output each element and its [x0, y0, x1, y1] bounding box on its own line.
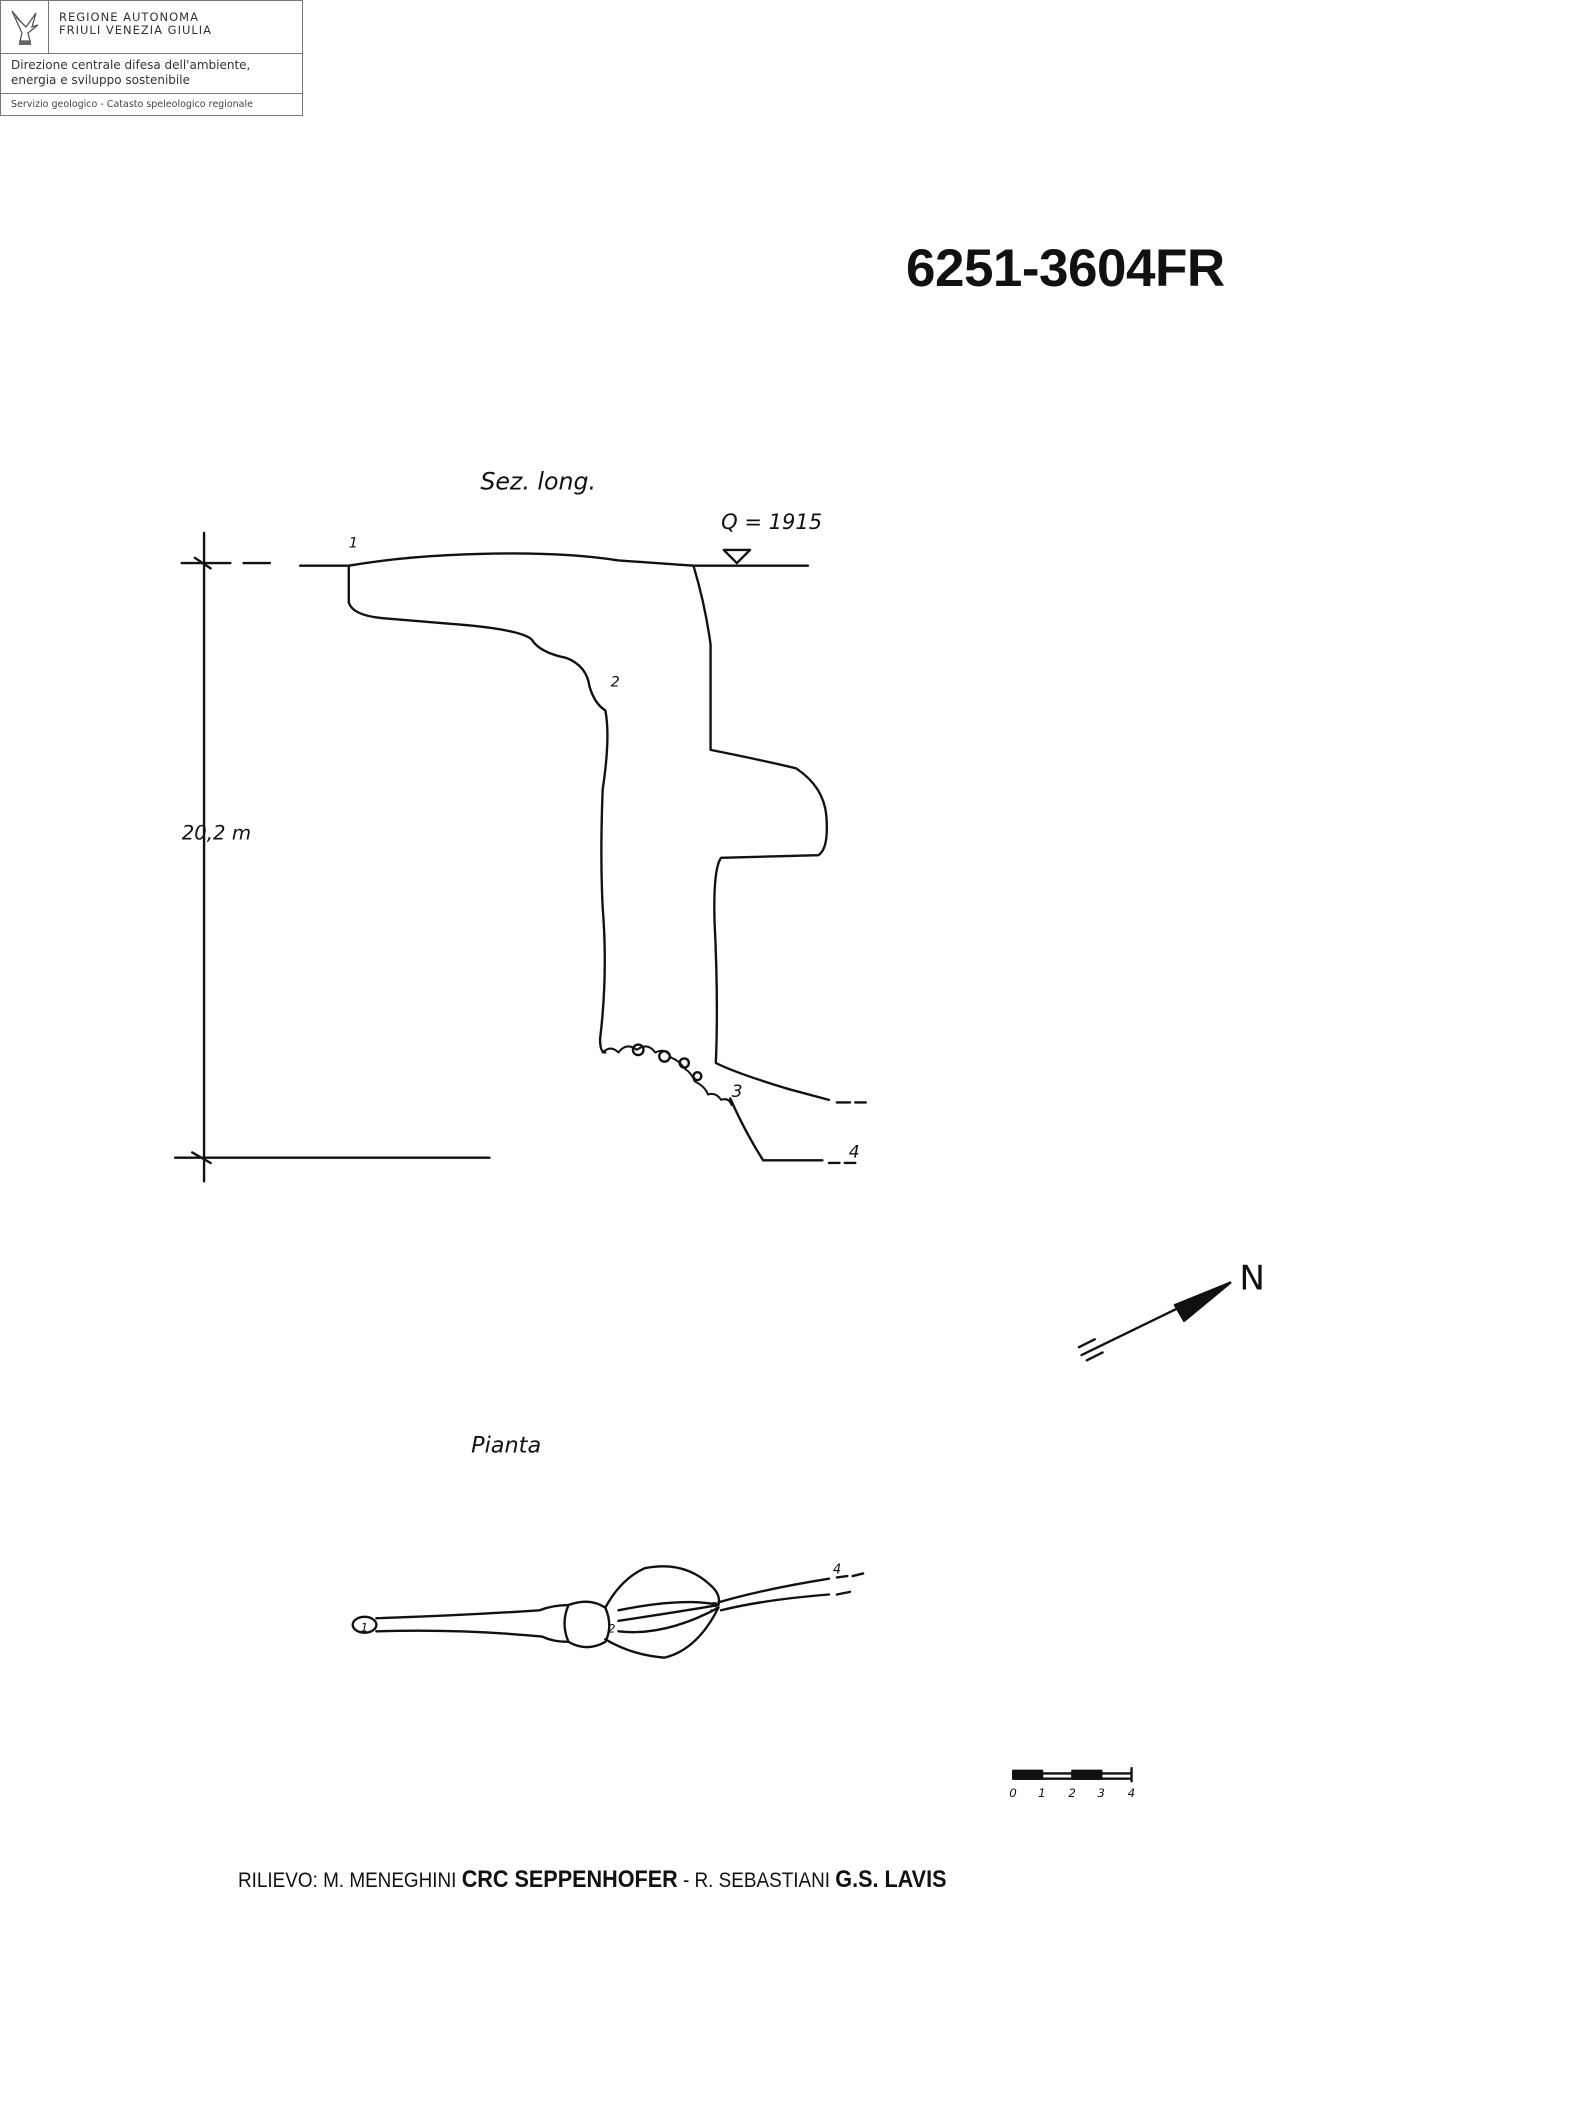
- cave-right-wall: [692, 564, 831, 1102]
- credits-middle: - R. SEBASTIANI: [677, 1869, 836, 1892]
- credits-prefix: RILIEVO: M. MENEGHINI: [238, 1869, 462, 1892]
- elevation-marker-icon: [722, 548, 752, 565]
- depth-label: 20,2 m: [182, 821, 251, 844]
- cave-lower-passage: [729, 1097, 824, 1162]
- direction-line-2: energia e sviluppo sostenibile: [11, 73, 190, 87]
- plan-view: [351, 1565, 865, 1659]
- plan-station-2: 2: [608, 1622, 616, 1636]
- scale-tick-2: 2: [1068, 1786, 1076, 1800]
- region-line-2: FRIULI VENEZIA GIULIA: [59, 23, 213, 37]
- institution-header: REGIONE AUTONOMA FRIULI VENEZIA GIULIA D…: [0, 0, 303, 116]
- plan-station-3: 3: [711, 1599, 719, 1613]
- scale-tick-3: 3: [1097, 1786, 1105, 1800]
- direction-line-1: Direzione centrale difesa dell'ambiente,: [11, 58, 251, 72]
- credits-club-1: CRC SEPPENHOFER: [461, 1866, 678, 1893]
- plan-station-1: 1: [361, 1620, 369, 1634]
- station-1: 1: [349, 535, 358, 551]
- credits-club-2: G.S. LAVIS: [835, 1866, 947, 1893]
- eagle-logo-icon: [1, 1, 49, 53]
- scale-tick-4: 4: [1128, 1786, 1136, 1800]
- elevation-label: Q = 1915: [721, 509, 822, 534]
- station-4: 4: [849, 1143, 860, 1163]
- service-line: Servizio geologico - Catasto speleologic…: [11, 99, 253, 110]
- scale-tick-1: 1: [1038, 1786, 1046, 1800]
- cave-code: 6251-3604FR: [906, 239, 1225, 298]
- scale-tick-0: 0: [1009, 1786, 1017, 1800]
- survey-credits: RILIEVO: M. MENEGHINI CRC SEPPENHOFER - …: [238, 1866, 946, 1894]
- rubble: [601, 1045, 733, 1107]
- station-2: 2: [611, 675, 620, 691]
- region-line-1: REGIONE AUTONOMA: [59, 10, 199, 24]
- section-title: Sez. long.: [480, 467, 596, 495]
- plan-title: Pianta: [471, 1432, 541, 1458]
- plan-station-4: 4: [833, 1562, 841, 1577]
- station-3: 3: [732, 1082, 743, 1102]
- surface-line: [298, 552, 810, 567]
- cave-left-wall: [347, 564, 609, 1054]
- north-label: N: [1239, 1258, 1265, 1298]
